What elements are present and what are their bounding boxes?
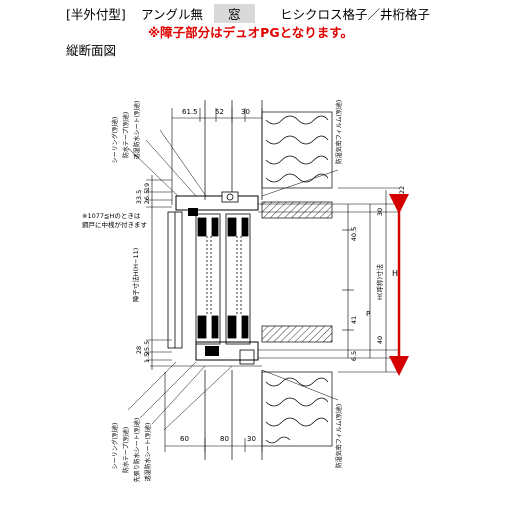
- callout-top-tape: 防水テープ(別途): [122, 112, 130, 158]
- dim-bot-80: 80: [220, 435, 229, 443]
- dim-right-65: 6.5: [350, 351, 358, 361]
- type-label: [半外付型]: [66, 7, 126, 22]
- dim-right-40: 40: [376, 336, 384, 344]
- top-dimensions: [171, 108, 263, 205]
- dim-right-30: 30: [376, 208, 384, 216]
- dim-bot-60: 60: [180, 435, 189, 443]
- dim-left-28: 28: [135, 346, 143, 354]
- sash: [195, 213, 251, 345]
- dim-right-405: 40.5: [350, 227, 358, 241]
- dim-left-335: 33.5: [135, 190, 143, 204]
- callout-top-film: 防湿気密フィルム(別途): [335, 100, 343, 164]
- dim-top-615: 61.5: [182, 108, 198, 116]
- head-frame: [175, 191, 333, 219]
- wall-bottom: [204, 370, 333, 460]
- dim-right-41: 41: [350, 316, 358, 324]
- section-title: 縦断面図: [66, 43, 117, 58]
- dim-top-30: 30: [241, 108, 250, 116]
- callout-top-sheet: 透湿防水シート(別途): [133, 101, 141, 160]
- callout-top-sealing: シーリング(別途): [111, 117, 119, 164]
- p-label: P: [366, 310, 370, 318]
- dim-left-265: 26.5: [143, 190, 151, 204]
- dim-left-19: 19: [143, 183, 151, 191]
- dim-left-255: 25.5: [143, 341, 151, 355]
- window-label: 窓: [214, 4, 255, 23]
- angle-label: アングル無: [141, 7, 204, 22]
- dim-bot-30: 30: [247, 435, 256, 443]
- side-note-line1: ※1077≦Hのときは: [82, 212, 141, 220]
- callout-bottom-tape: 防水テープ(別途): [122, 427, 130, 473]
- grid-label: ヒシクロス格子／井桁格子: [280, 7, 431, 22]
- callout-bottom-film: 防湿気密フィルム(別途): [335, 404, 343, 468]
- sash-dimension-label: 障子寸法H(H−11): [131, 248, 140, 303]
- outer-lattice: [167, 211, 183, 349]
- side-note-line2: 鋼戸に中桟が付きます: [82, 220, 148, 229]
- hw-dimension-label: H(呼称)寸法: [375, 264, 384, 300]
- sill-frame: [150, 325, 333, 367]
- callout-leaders: [127, 129, 339, 431]
- wall-top: [204, 100, 333, 200]
- callout-bottom-presheet: 先張り防水シート(別途): [133, 418, 141, 483]
- dim-top-52: 52: [215, 108, 224, 116]
- h-label: H: [392, 269, 398, 278]
- duo-pg-note: ※障子部分はデュオPGとなります。: [148, 25, 353, 40]
- callout-bottom-sealing: シーリング(別途): [111, 423, 119, 470]
- header: [半外付型] アングル無 窓 ヒシクロス格子／井桁格子: [66, 4, 506, 23]
- right-dimensions: [342, 190, 387, 372]
- callout-bottom-sheet: 透湿防水シート(別途): [144, 423, 152, 482]
- dim-right-22: 22: [398, 186, 406, 194]
- dim-left-15: 1.5: [143, 353, 151, 363]
